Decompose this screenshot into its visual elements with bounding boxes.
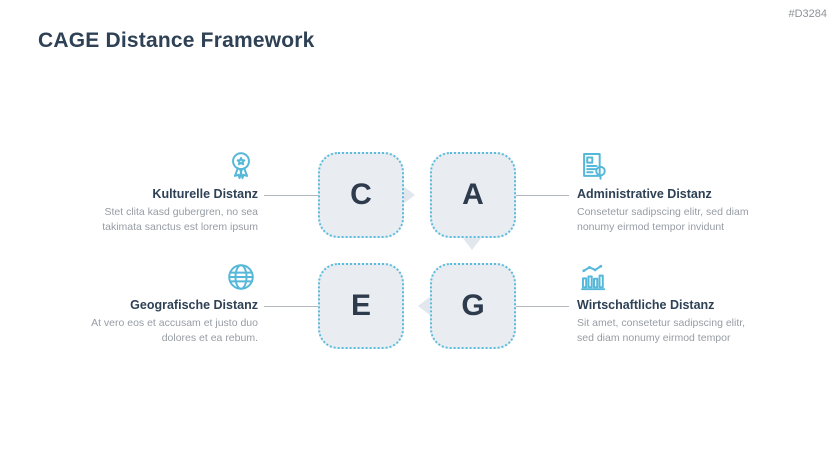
quadrant-description: Stet clita kasd gubergren, no sea takima… — [102, 206, 258, 233]
globe-icon — [224, 260, 258, 296]
quadrant-title: Geografische Distanz — [130, 298, 258, 312]
letter-box-e: E — [318, 263, 404, 349]
letter-c: C — [350, 178, 372, 211]
quadrant-kulturelle: Kulturelle Distanz Stet clita kasd guber… — [80, 149, 258, 235]
quadrant-description: Sit amet, consetetur sadipscing elitr, s… — [577, 317, 746, 344]
connector-line-top-left — [264, 195, 318, 196]
quadrant-title: Wirtschaftliche Distanz — [577, 298, 715, 312]
arrow-down-icon — [462, 237, 482, 250]
quadrant-description: At vero eos et accusam et justo duo dolo… — [91, 317, 258, 344]
quadrant-geografische: Geografische Distanz At vero eos et accu… — [80, 260, 258, 346]
quadrant-title: Kulturelle Distanz — [152, 187, 258, 201]
slide-id-badge: #D3284 — [788, 8, 827, 20]
bar-chart-icon — [577, 260, 611, 296]
connector-line-top-right — [516, 195, 569, 196]
document-search-icon — [577, 149, 611, 185]
letter-e: E — [350, 289, 371, 322]
quadrant-wirtschaftliche: Wirtschaftliche Distanz Sit amet, conset… — [577, 260, 755, 346]
letter-box-g: G — [430, 263, 516, 349]
award-ribbon-icon — [224, 149, 258, 185]
page-title: CAGE Distance Framework — [38, 29, 315, 52]
arrow-left-icon — [418, 296, 431, 316]
quadrant-title: Administrative Distanz — [577, 187, 712, 201]
letter-a: A — [462, 178, 484, 211]
letter-box-a: A — [430, 152, 516, 238]
quadrant-description: Consetetur sadipscing elitr, sed diam no… — [577, 206, 749, 233]
quadrant-administrative: Administrative Distanz Consetetur sadips… — [577, 149, 755, 235]
connector-line-bottom-right — [516, 306, 569, 307]
letter-g: G — [461, 289, 485, 322]
arrow-right-icon — [402, 185, 415, 205]
connector-line-bottom-left — [264, 306, 318, 307]
letter-box-c: C — [318, 152, 404, 238]
